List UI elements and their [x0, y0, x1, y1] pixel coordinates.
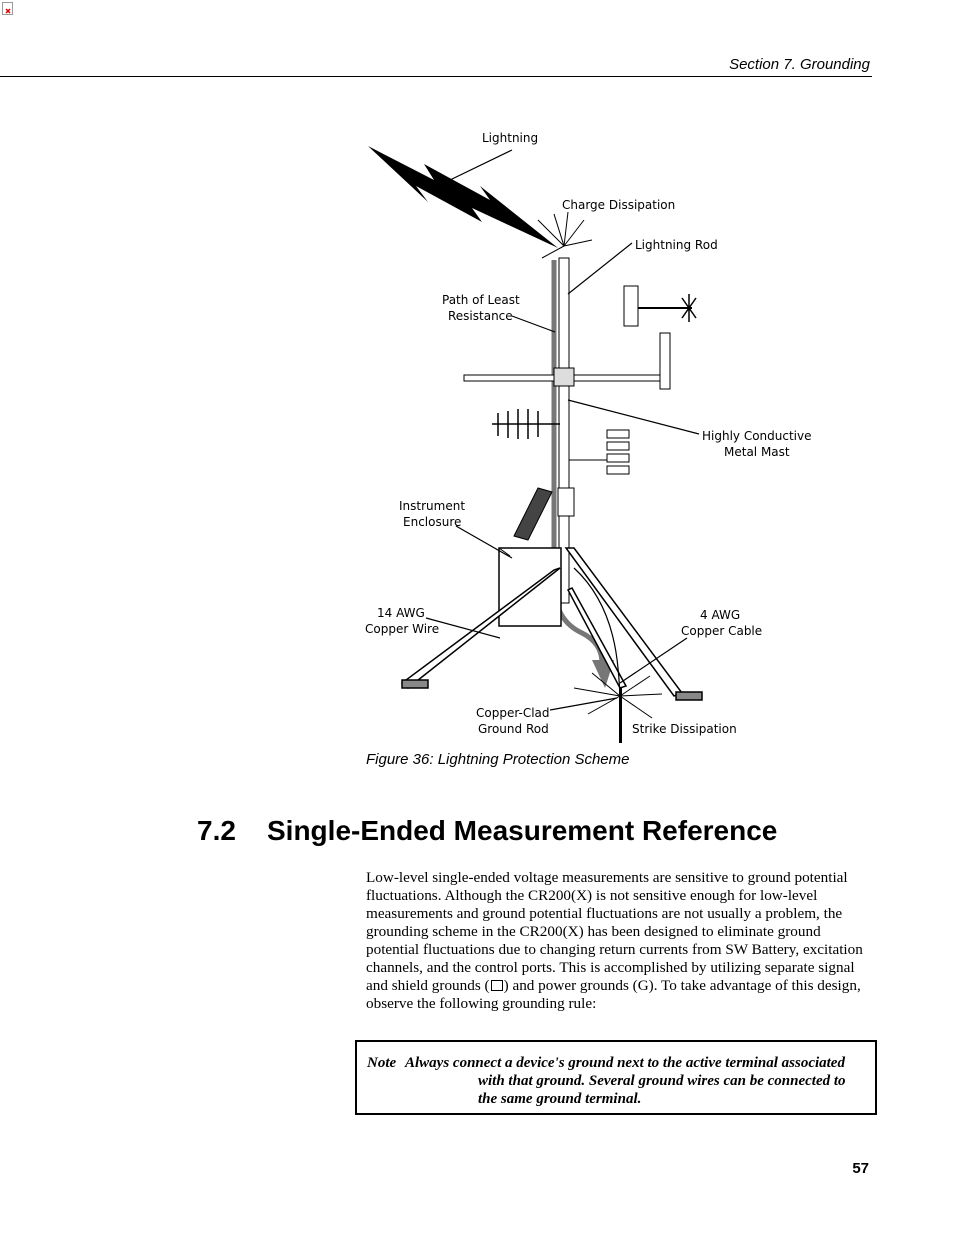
leader-lines — [425, 149, 700, 711]
metal-mast — [558, 257, 570, 604]
note-label: Note — [367, 1055, 397, 1071]
label-strike-dissipation: Strike Dissipation — [632, 722, 737, 736]
note-line-1: Always connect a device's ground next to… — [405, 1055, 845, 1071]
section-title-text: Single-Ended Measurement Reference — [267, 815, 778, 846]
section-number: 7.2 — [197, 815, 236, 846]
label-lightning-rod: Lightning Rod — [635, 238, 718, 252]
figure-caption: Figure 36: Lightning Protection Scheme — [366, 751, 630, 768]
label-charge-dissipation: Charge Dissipation — [562, 198, 675, 212]
label-rod-line2: Ground Rod — [478, 722, 549, 736]
lightning-protection-diagram: Lightning Charge Dissipation Lightning R… — [365, 131, 812, 743]
wind-vane — [623, 285, 639, 327]
label-enclosure-line1: Instrument — [399, 499, 465, 513]
solar-panel-bracket — [557, 487, 575, 517]
strike-dissipation-arrows — [573, 672, 663, 719]
ground-rod — [619, 688, 622, 743]
label-wire-line1: 14 AWG — [377, 606, 425, 620]
yagi-antenna — [492, 409, 560, 439]
page-header: Section 7. Grounding — [0, 56, 872, 77]
broken-image-icon — [2, 2, 13, 15]
header-section-title: Section 7. Grounding — [729, 56, 870, 73]
label-path-line1: Path of Least — [442, 293, 520, 307]
lightning-protection-figure: Lightning Charge Dissipation Lightning R… — [362, 128, 812, 748]
label-cable-line1: 4 AWG — [700, 608, 740, 622]
wind-sensor-mount — [659, 332, 671, 390]
label-enclosure-line2: Enclosure — [403, 515, 461, 529]
label-path-line2: Resistance — [448, 309, 513, 323]
upper-crossarm-clamp — [553, 367, 575, 387]
label-mast-line2: Metal Mast — [724, 445, 790, 459]
note-line-2: with that ground. Several ground wires c… — [478, 1073, 846, 1089]
lightning-bolt — [368, 146, 558, 248]
charge-dissipation-arrows — [537, 211, 593, 259]
signal-ground-icon — [490, 980, 503, 991]
note-line-3: the same ground terminal. — [478, 1091, 642, 1107]
solar-panel — [513, 487, 553, 541]
label-cable-line2: Copper Cable — [681, 624, 762, 638]
radiation-shield — [569, 429, 630, 475]
body-text-part2: ) and power grounds (G). To take advanta… — [366, 977, 861, 1012]
body-text-part1: Low-level single-ended voltage measureme… — [366, 869, 863, 994]
tripod — [400, 547, 703, 701]
label-wire-line2: Copper Wire — [365, 622, 439, 636]
page-number: 57 — [852, 1160, 869, 1177]
anemometer — [681, 294, 697, 322]
label-mast-line1: Highly Conductive — [702, 429, 812, 443]
label-lightning: Lightning — [482, 131, 538, 145]
body-paragraph: Low-level single-ended voltage measureme… — [366, 869, 866, 1013]
label-rod-line1: Copper-Clad — [476, 706, 550, 720]
note-text: Always connect a device's ground next to… — [405, 1054, 867, 1108]
note-box: Note Always connect a device's ground ne… — [355, 1040, 877, 1115]
section-heading: 7.2 Single-Ended Measurement Reference — [197, 815, 777, 847]
